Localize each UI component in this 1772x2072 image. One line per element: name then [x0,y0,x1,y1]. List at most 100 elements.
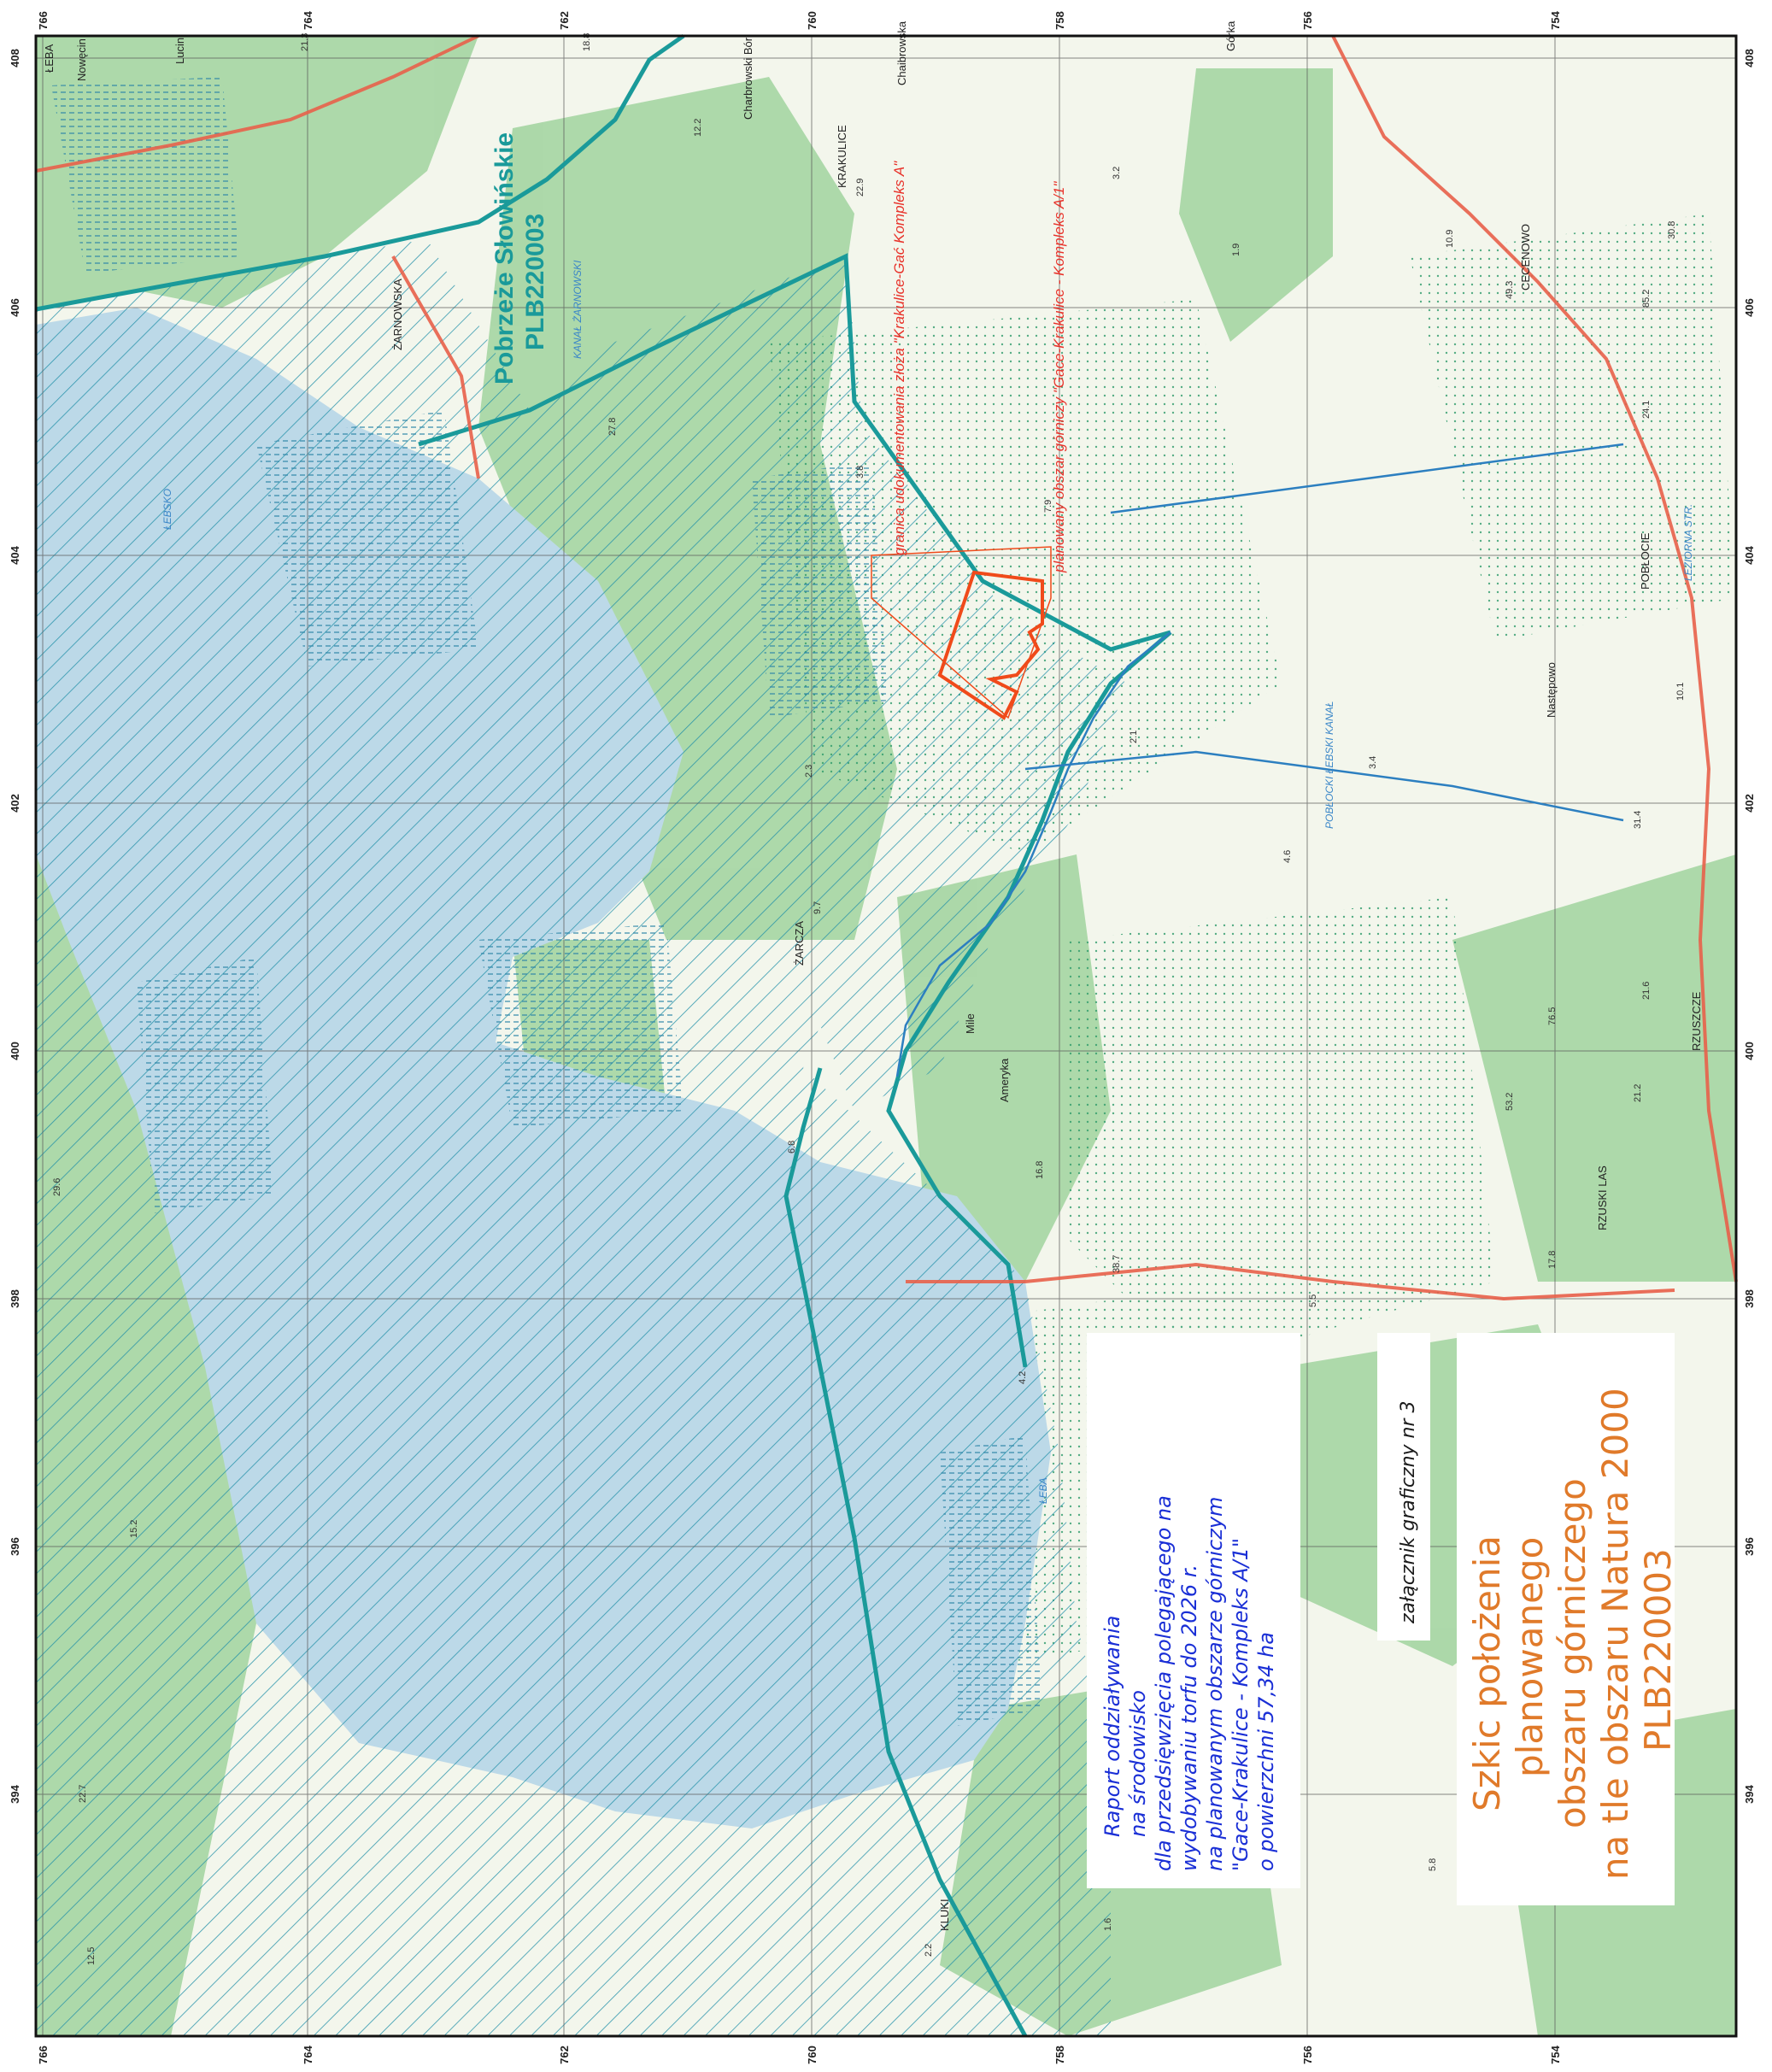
place-label: POBŁOCIE [1639,532,1652,590]
place-label: Charbrowski Bór [742,37,754,120]
elevation-label: 30.8 [1667,221,1677,239]
roads [35,34,1738,1301]
mining-labels: granica udokumentowania złoża "Krakulice… [891,161,1067,573]
tick-right: 404 [1743,545,1756,564]
elevation-label: 5.8 [1428,1858,1438,1871]
elevation-label: 15.2 [129,1520,139,1538]
elevation-label: 1.9 [1231,244,1241,256]
place-label: RZUSKI LAS [1596,1165,1609,1230]
elevation-label: 53.2 [1505,1093,1515,1111]
title-line: Szkic położenia [1466,1535,1508,1811]
elevation-label: 18.8 [582,33,592,51]
report-line: wydobywaniu torfu do 2026 r. [1177,1564,1201,1871]
report-line: "Gace-Krakulice - Kompleks A/1" [1229,1538,1253,1871]
elevation-label: 21.2 [1633,1084,1643,1102]
deposit-boundary[interactable] [871,546,1052,719]
tick-left: 406 [9,298,21,317]
tick-bottom: 766 [37,2046,50,2064]
place-label: ŻARCZA [793,921,806,966]
natura-site-code: PLB220003 [521,214,549,350]
report-line: na planowanym obszarze górniczym [1203,1497,1227,1871]
report-line: Raport oddziaływania [1100,1616,1124,1837]
rivers [895,443,1624,1077]
elevation-label: 22.9 [855,179,865,197]
elevation-label: 85.2 [1641,290,1652,308]
report-line: o powierzchni 57,34 ha [1254,1632,1278,1871]
water-label: KANAŁ ŻARNOWSKI [572,260,584,359]
elevation-label: 1.6 [1103,1918,1113,1931]
place-labels: KRAKULICEŻARNOWSKACECENOWOPOBŁOCIERZUSZC… [43,21,1703,1931]
water-label: ŁEBA [1037,1477,1049,1504]
tick-bottom: 764 [302,2045,314,2063]
natura-site-name: Pobrzeże Słowińskie [490,132,519,384]
place-label: ŁEBA [43,44,56,73]
place-label: Chaibrowska [895,21,908,85]
elevation-label: 4.2 [1018,1371,1028,1384]
tick-top: 766 [37,11,50,30]
title-line: obszaru górniczego [1552,1478,1593,1828]
tick-right: 394 [1743,1784,1756,1803]
tick-top: 756 [1301,11,1314,30]
tick-left: 402 [9,794,21,813]
place-label: Ameryka [998,1058,1011,1102]
elevation-label: 16.8 [1035,1161,1045,1179]
tick-right: 400 [1743,1042,1756,1060]
coordinate-grid [36,36,1736,2036]
map-border [34,34,1738,2038]
tick-top: 754 [1549,10,1562,29]
tick-bottom: 754 [1549,2045,1562,2063]
elevation-label: 17.8 [1547,1251,1558,1269]
elevation-label: 10.1 [1675,683,1686,701]
elevation-label: 31.4 [1633,811,1643,829]
place-label: Lucin [173,38,186,64]
report-line: dla przedsięwzięcia polegającego na [1152,1495,1176,1871]
elevation-label: 9.7 [813,901,823,914]
place-label: RZUSZCZE [1690,991,1703,1051]
tick-bottom: 756 [1301,2046,1314,2064]
tick-left: 398 [9,1289,21,1308]
deposit-boundary-label: granica udokumentowania złoża "Krakulice… [891,161,907,555]
elevation-label: 27.8 [607,418,618,436]
elevation-label: 29.6 [52,1178,62,1196]
elevation-label: 2.2 [924,1944,934,1957]
elevation-label: 76.5 [1547,1007,1558,1025]
tick-bottom: 762 [558,2046,571,2064]
elevation-label: 2.1 [1129,731,1139,743]
tick-right: 398 [1743,1289,1756,1308]
elevation-label: 3.2 [1112,167,1122,179]
tick-top: 758 [1053,11,1066,30]
place-label: Nowęcin [75,38,88,81]
tick-top: 764 [302,10,314,29]
tick-right: 406 [1743,298,1756,317]
elevation-label: 22.7 [78,1785,88,1803]
elevation-label: 5.5 [1308,1294,1318,1307]
planned-area-label: planowany obszar górniczy "Gace-Krakulic… [1051,181,1067,573]
natura-boundary [35,33,1172,2038]
elevation-label: 4.6 [1282,850,1293,863]
marsh-areas [51,77,1042,1726]
elevation-label: 7.9 [1043,500,1053,513]
title-line: planowanego [1509,1537,1551,1777]
elevation-label: 12.5 [86,1947,97,1965]
tick-bottom: 758 [1053,2046,1066,2064]
tick-left: 408 [9,49,21,68]
elevation-label: 49.3 [1505,281,1515,299]
elevation-label: 12.2 [693,119,703,137]
place-label: Następowo [1545,662,1558,718]
elevation-label: 24.1 [1641,401,1652,419]
elevation-label: 3.4 [1368,756,1378,769]
elevation-label: 21.3 [300,33,310,51]
planned-mining-area[interactable] [937,570,1044,720]
elevation-label: 6.8 [787,1141,797,1153]
place-label: CECENOWO [1519,224,1532,291]
attachment-box: załącznik graficzny nr 3 [1377,1333,1430,1641]
tick-left: 404 [9,545,21,564]
water-label: ŁEBSKO [161,489,173,530]
